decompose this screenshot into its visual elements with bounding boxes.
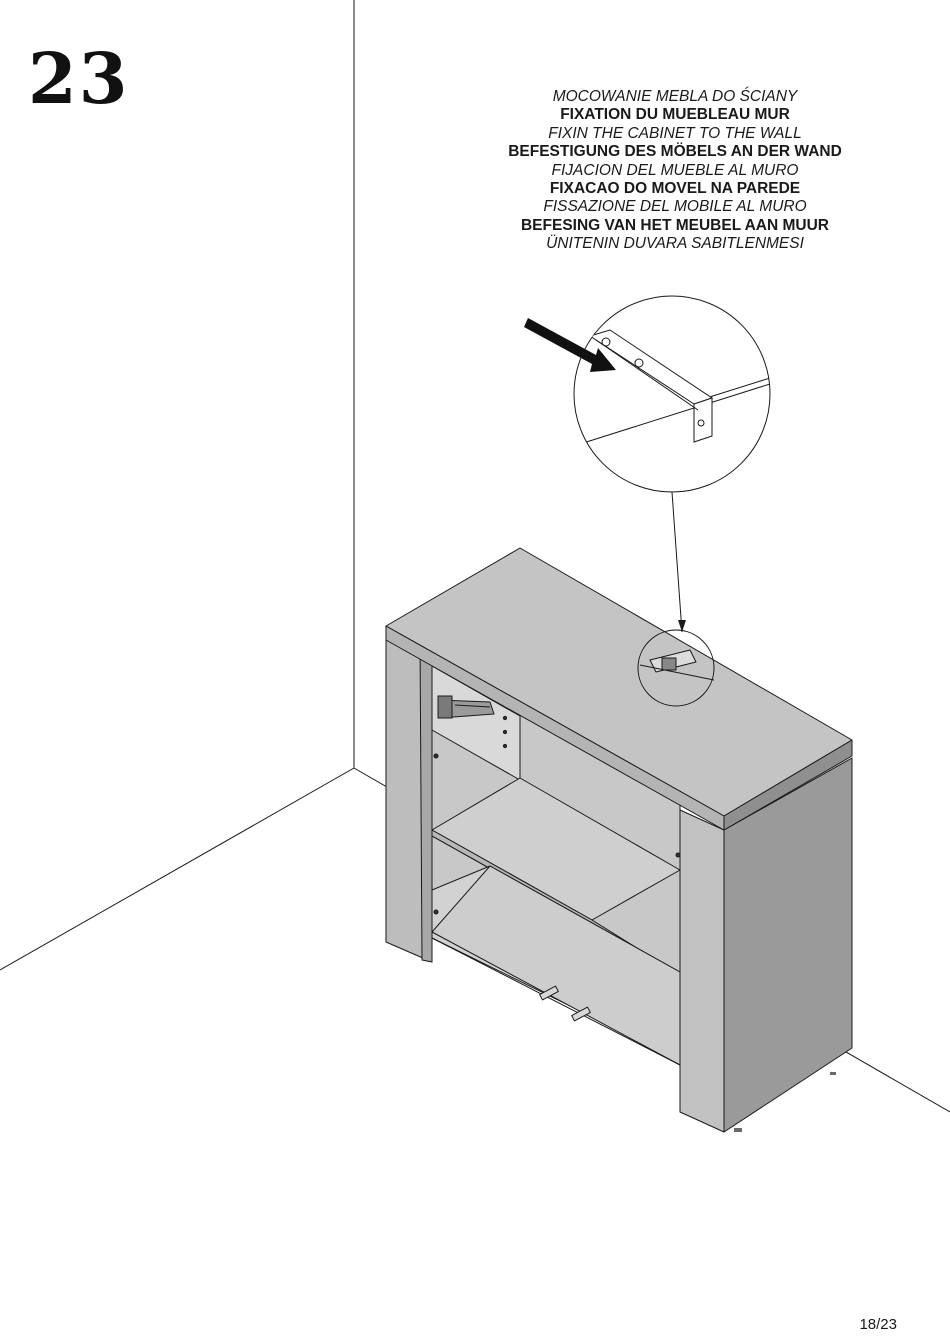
caption-line-italian: FISSAZIONE DEL MOBILE AL MURO — [543, 198, 807, 216]
caption-line-english: FIXIN THE CABINET TO THE WALL — [548, 124, 802, 142]
caption-line-portuguese: FIXACAO DO MOVEL NA PAREDE — [549, 180, 801, 198]
caption-line-polish: MOCOWANIE MEBLA DO ŚCIANY — [552, 88, 798, 105]
detail-callout-large — [524, 295, 771, 493]
page-number: 18/23 — [859, 1316, 897, 1333]
leader-arrowhead — [678, 620, 686, 632]
right-front-leg — [679, 809, 725, 1133]
left-front-leg-side — [419, 639, 433, 963]
step-number: 23 — [28, 37, 130, 120]
runner-bracket — [437, 695, 453, 719]
caption-line-turkish: ÜNITENIN DUVARA SABITLENMESI — [546, 235, 804, 253]
right-side-panel — [723, 757, 853, 1133]
detail-callout-small — [637, 629, 715, 707]
top-wall-bracket — [639, 649, 715, 681]
drawer-handle — [539, 985, 591, 1022]
caption-line-spanish: FIJACION DEL MUEBLE AL MURO — [551, 161, 799, 179]
detail-leader-line — [671, 491, 683, 633]
floor-left-line — [0, 767, 355, 971]
shelf-pin — [433, 753, 439, 759]
shelf-pin — [675, 852, 681, 858]
shelf-pin — [433, 909, 439, 915]
instruction-caption: MOCOWANIE MEBLA DO ŚCIANY FIXATION DU MU… — [440, 88, 910, 254]
caption-line-dutch: BEFESING VAN HET MEUBEL AAN MUUR — [520, 216, 829, 234]
shelf-pin — [502, 729, 508, 735]
caption-line-german: BEFESTIGUNG DES MÖBELS AN DER WAND — [508, 143, 842, 161]
runner-line — [454, 704, 491, 708]
caption-line-french: FIXATION DU MUEBLEAU MUR — [560, 106, 790, 124]
cabinet-top-side-edge — [723, 739, 853, 831]
direction-arrow — [524, 318, 616, 372]
shelf-pin — [502, 743, 508, 749]
cabinet-foot — [830, 1072, 836, 1075]
shelf-pin — [502, 715, 508, 721]
bottom-shelf-front-line — [431, 937, 681, 1066]
cabinet — [385, 547, 853, 1133]
cabinet-foot — [734, 1128, 742, 1132]
